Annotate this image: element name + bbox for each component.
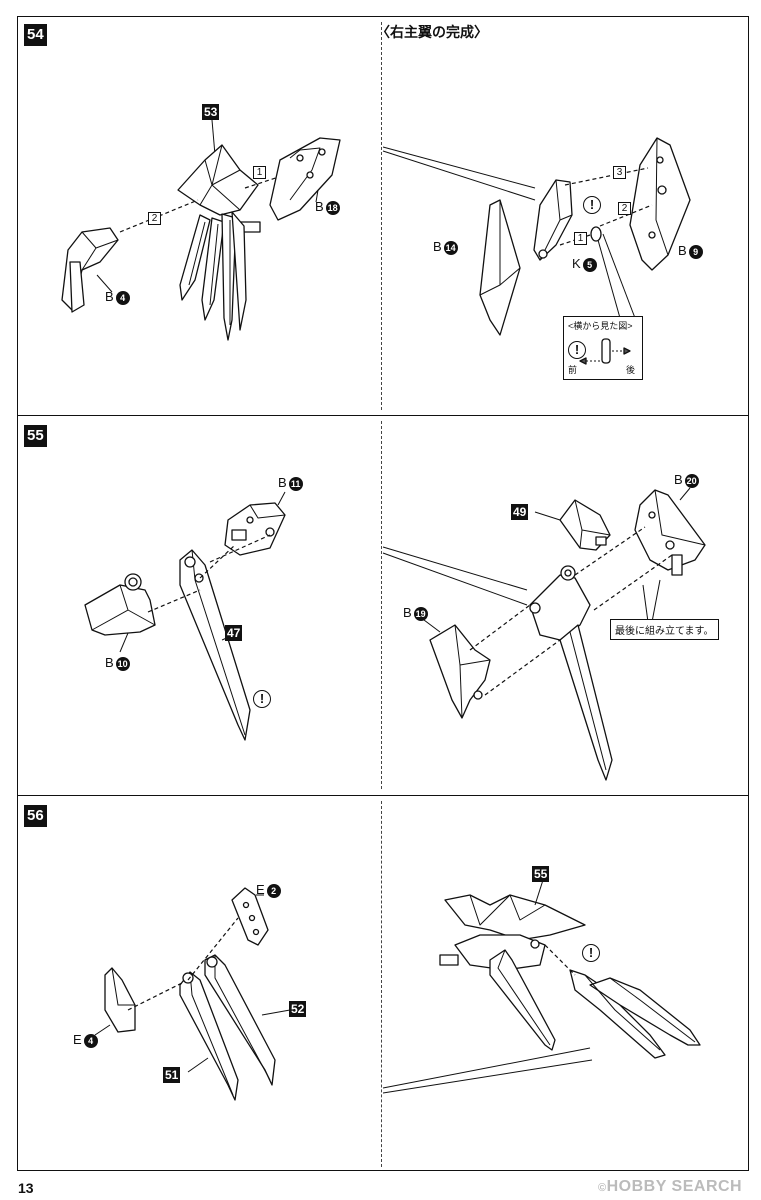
order-box-1: 1 bbox=[574, 232, 587, 245]
page-frame bbox=[17, 16, 749, 1171]
direction-front: 前 bbox=[568, 365, 578, 375]
side-view-diagram bbox=[579, 338, 631, 365]
part-number-52: 52 bbox=[289, 1001, 307, 1017]
caution-icon: ! bbox=[583, 196, 601, 214]
row-divider bbox=[17, 415, 749, 416]
step-number: 56 bbox=[24, 805, 47, 827]
side-view-inset: <横から見た図> ! 前 後 bbox=[563, 316, 643, 380]
side-view-title: <横から見た図> bbox=[568, 321, 633, 331]
order-box-1: 1 bbox=[253, 166, 266, 179]
section-title-right-main-wing: 〈右主翼の完成〉 bbox=[376, 24, 488, 40]
step-number: 54 bbox=[24, 24, 47, 46]
row-divider bbox=[17, 795, 749, 796]
caution-icon: ! bbox=[568, 341, 586, 359]
part-number-47: 47 bbox=[225, 625, 243, 641]
part-number-51: 51 bbox=[163, 1067, 181, 1083]
assembly-note-callout: 最後に組み立てます。 bbox=[610, 619, 719, 640]
part-number-55: 55 bbox=[532, 866, 550, 882]
part-number-49: 49 bbox=[511, 504, 529, 520]
column-divider bbox=[381, 22, 382, 410]
watermark: ©HOBBY SEARCH bbox=[598, 1178, 743, 1195]
caution-icon: ! bbox=[582, 944, 600, 962]
order-box-2: 2 bbox=[148, 212, 161, 225]
column-divider bbox=[381, 421, 382, 789]
page-number: 13 bbox=[18, 1180, 34, 1196]
caution-icon: ! bbox=[253, 690, 271, 708]
step-number: 55 bbox=[24, 425, 47, 447]
part-number-53: 53 bbox=[202, 104, 220, 120]
direction-back: 後 bbox=[626, 365, 636, 375]
order-box-3: 3 bbox=[613, 166, 626, 179]
copyright-mark: © bbox=[598, 1182, 607, 1194]
column-divider bbox=[381, 801, 382, 1167]
order-box-2: 2 bbox=[618, 202, 631, 215]
